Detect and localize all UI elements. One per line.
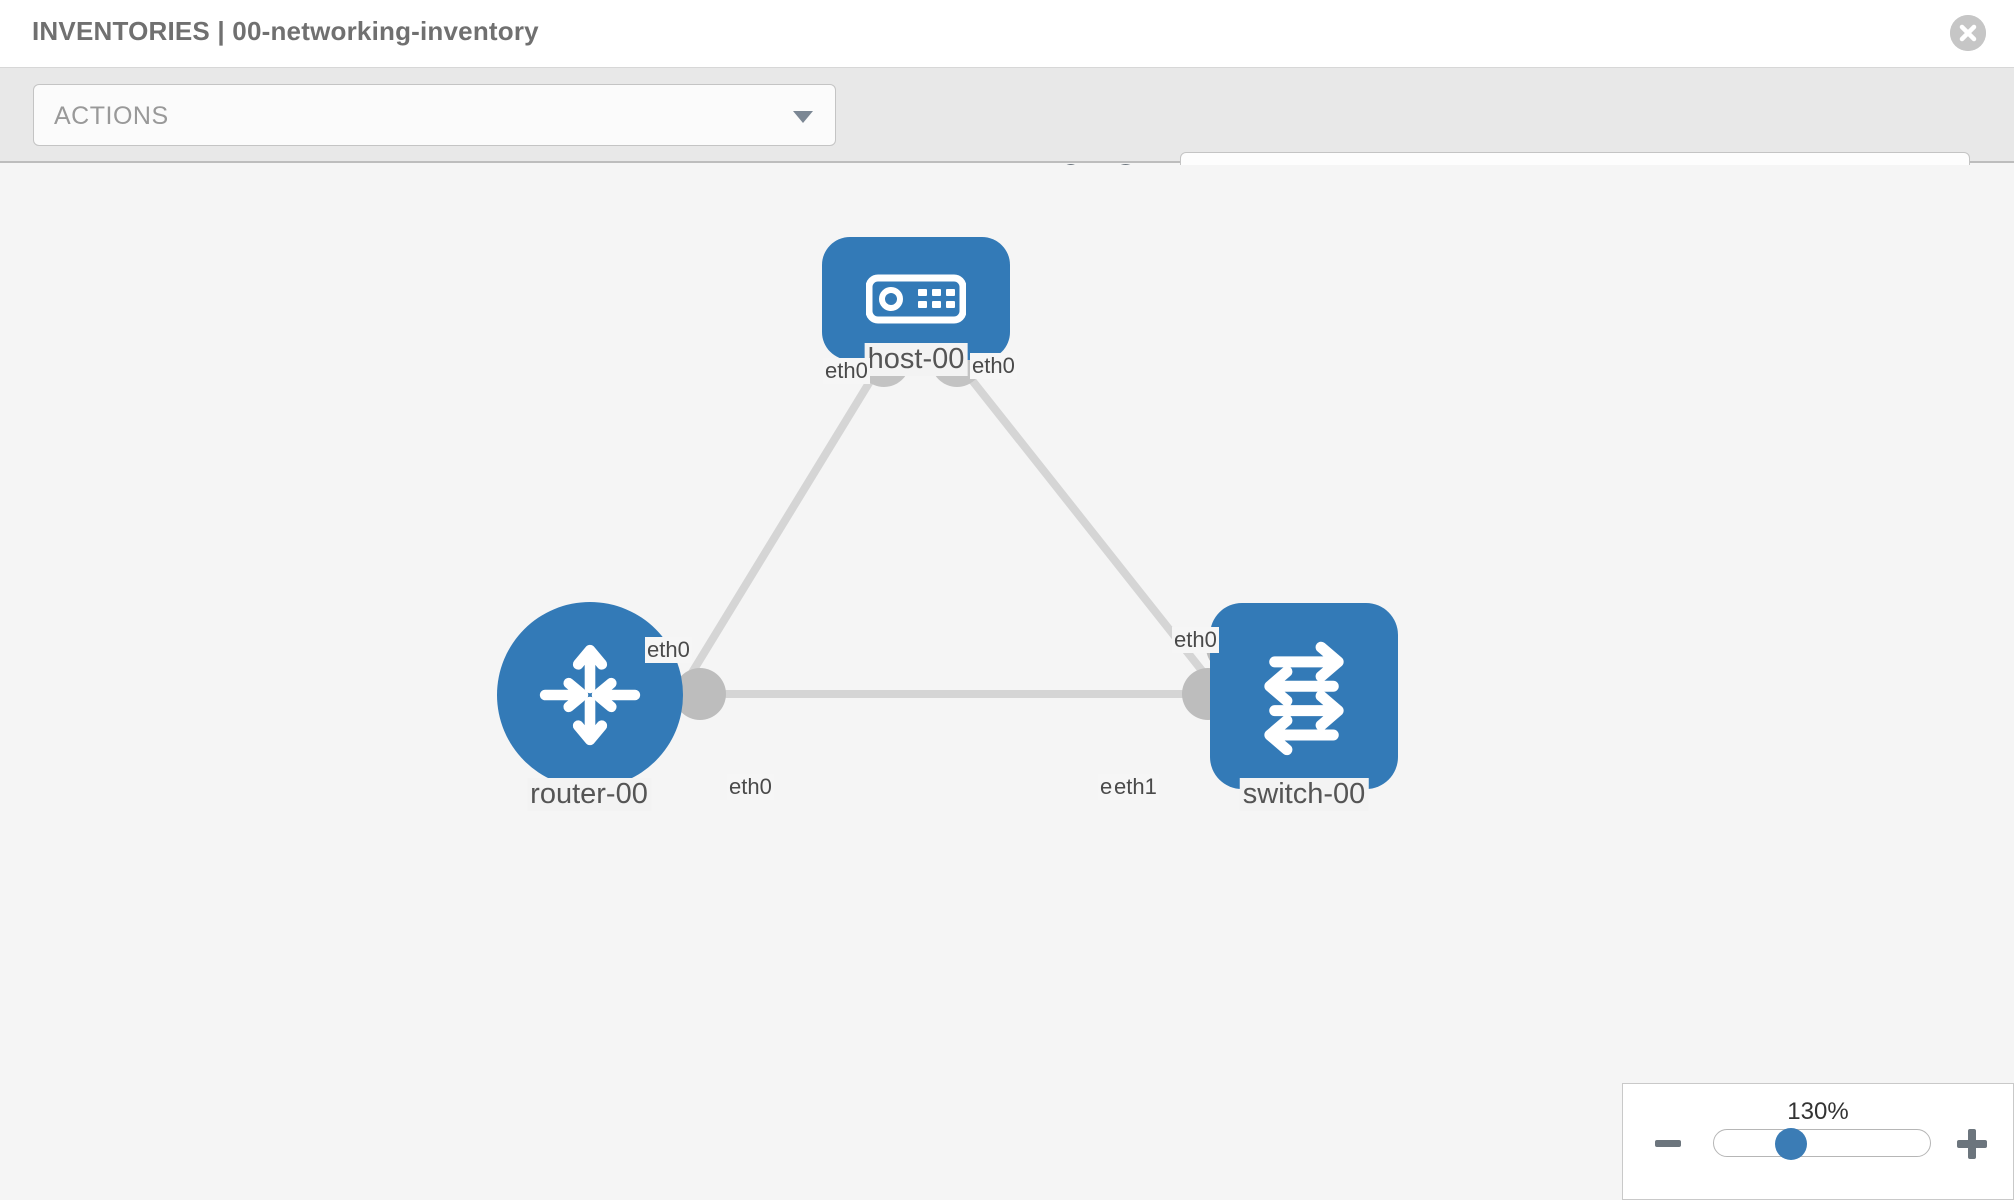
zoom-level-value: 130% bbox=[1787, 1098, 1849, 1125]
actions-dropdown[interactable]: ACTIONS bbox=[33, 84, 836, 146]
plus-icon[interactable] bbox=[1957, 1129, 1987, 1159]
host-icon-shape[interactable] bbox=[822, 237, 1010, 360]
close-icon[interactable] bbox=[1950, 15, 1986, 51]
interface-label-host-switch: eth0 bbox=[970, 353, 1017, 379]
node-label-router-00: router-00 bbox=[527, 778, 651, 811]
page-header: INVENTORIES | 00-networking-inventory bbox=[0, 0, 2014, 68]
zoom-slider-track[interactable] bbox=[1713, 1129, 1931, 1157]
topology-canvas[interactable]: host-00 router-00 bbox=[0, 165, 2014, 1200]
node-router-00[interactable] bbox=[497, 602, 683, 788]
interface-label-router-host: eth0 bbox=[645, 637, 692, 663]
node-label-host-00: host-00 bbox=[864, 343, 968, 376]
zoom-control-panel: 130% bbox=[1622, 1083, 2014, 1200]
minus-icon[interactable] bbox=[1655, 1140, 1681, 1147]
toolbar: ACTIONS SEARCH bbox=[0, 68, 2014, 210]
node-label-switch-00: switch-00 bbox=[1239, 778, 1369, 811]
server-icon bbox=[866, 274, 966, 323]
switch-arrows-icon bbox=[1264, 641, 1344, 756]
interface-label-router-switch: eth0 bbox=[727, 774, 774, 800]
chevron-down-icon bbox=[793, 111, 813, 123]
node-switch-00[interactable] bbox=[1210, 603, 1398, 789]
node-host-00[interactable] bbox=[822, 237, 1010, 360]
page-title: INVENTORIES | 00-networking-inventory bbox=[32, 16, 539, 46]
router-icon-shape[interactable] bbox=[497, 602, 683, 788]
router-arrows-icon bbox=[539, 644, 641, 746]
zoom-slider-thumb[interactable] bbox=[1775, 1128, 1807, 1160]
actions-dropdown-label: ACTIONS bbox=[54, 102, 169, 130]
switch-icon-shape[interactable] bbox=[1210, 603, 1398, 789]
interface-label-switch-host: eth0 bbox=[1172, 627, 1219, 653]
interface-label-switch-router-eth1: eth1 bbox=[1112, 774, 1159, 800]
interface-label-host-router: eth0 bbox=[823, 358, 870, 384]
